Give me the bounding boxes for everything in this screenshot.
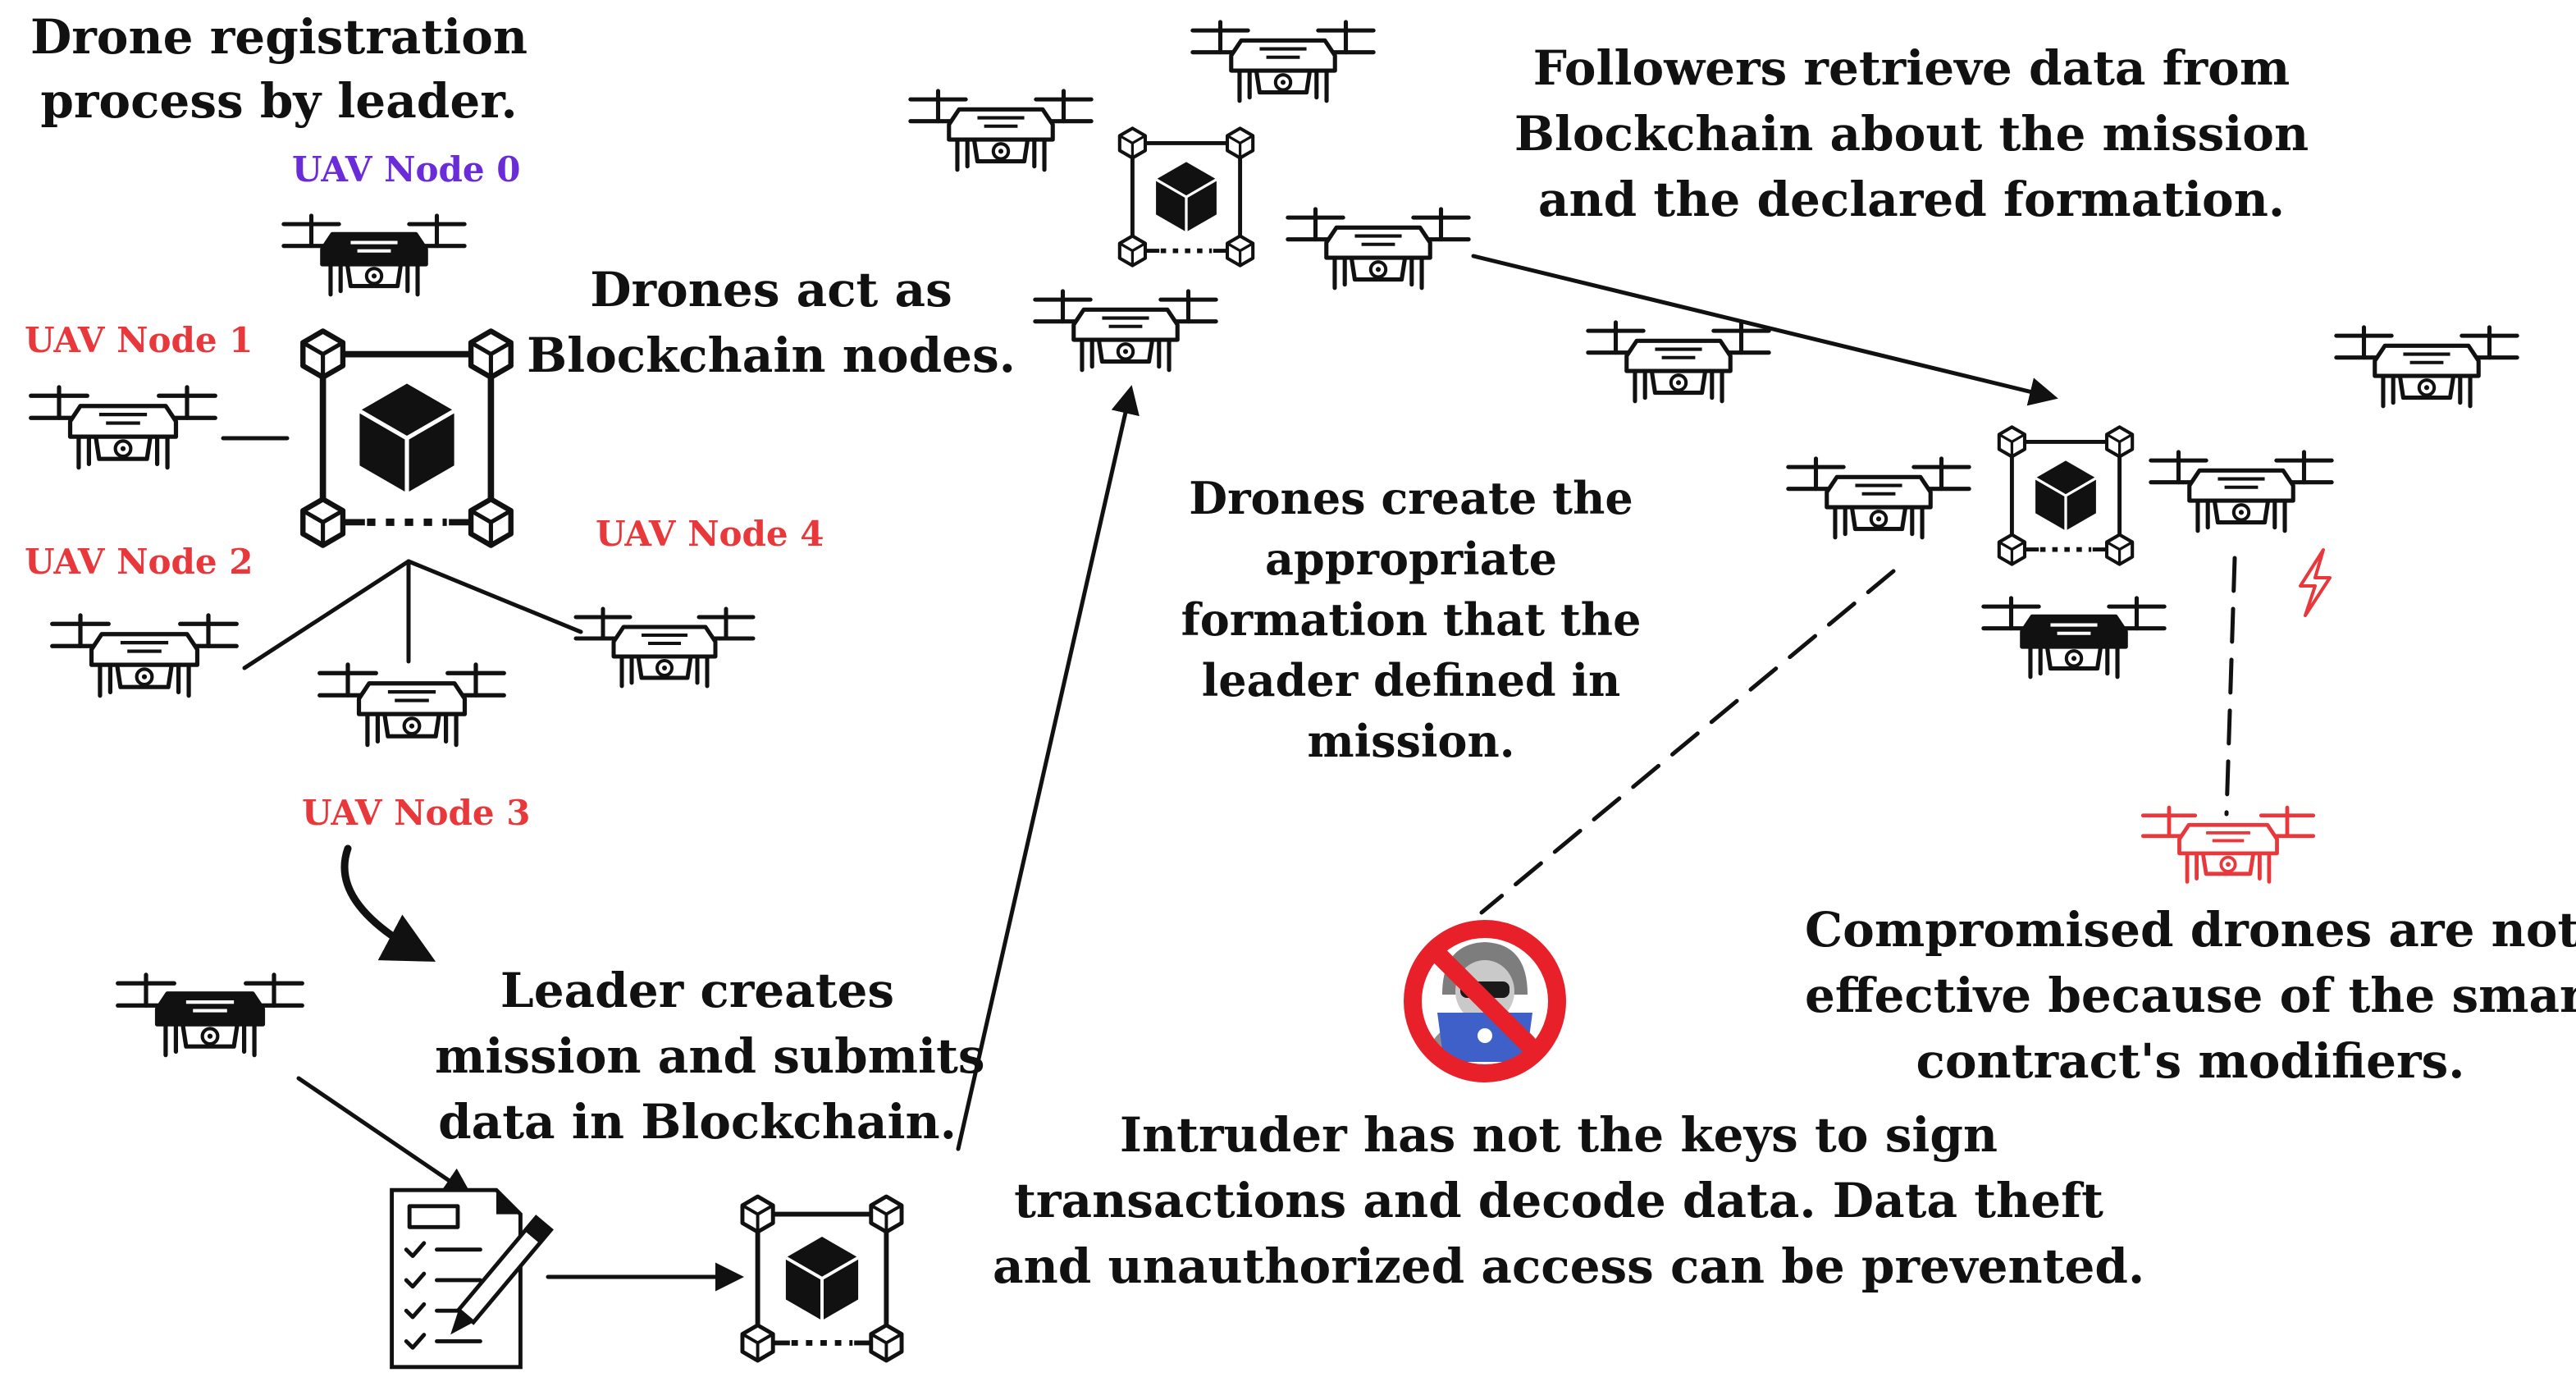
caption-line: transactions and decode data. Data theft: [1014, 1173, 2103, 1228]
caption-line: mission and submits: [435, 1028, 985, 1084]
drone-icon: [2149, 450, 2334, 533]
leader-drone-icon: [281, 213, 467, 297]
uav-node-3-label: UAV Node 3: [302, 793, 531, 833]
connector-line: [406, 559, 583, 634]
caption-line: formation that the: [1181, 593, 1642, 646]
mission-document-icon: [390, 1187, 554, 1370]
connector-line: [1479, 569, 1896, 915]
uav-node-1-label: UAV Node 1: [25, 320, 253, 360]
lightning-icon: [2299, 548, 2332, 617]
caption-line: process by leader.: [40, 73, 518, 129]
leader-creates-caption: Leader creates mission and submits data …: [435, 963, 985, 1150]
drone-icon: [1786, 456, 1971, 540]
drone-icon: [1586, 320, 1771, 404]
caption-line: leader defined in: [1201, 654, 1621, 707]
connector-line: [242, 559, 411, 670]
caption-line: mission.: [1307, 715, 1515, 767]
drone-icon: [1033, 289, 1218, 373]
caption-line: and unauthorized access can be prevented…: [993, 1238, 2145, 1294]
arrow-icon: [1471, 254, 2058, 406]
drone-icon: [317, 662, 506, 748]
drone-icon: [29, 385, 217, 470]
intruder-icon: [1403, 919, 1567, 1083]
caption-line: contract's modifiers.: [1916, 1033, 2465, 1089]
drone-icon: [1190, 20, 1376, 103]
drone-icon: [1286, 207, 1471, 291]
uav-node-4-label: UAV Node 4: [596, 514, 824, 554]
prohibited-icon: [1404, 920, 1566, 1082]
pen-icon: [450, 1215, 554, 1335]
blockchain-icon: [300, 328, 514, 548]
connector-line: [2224, 556, 2237, 817]
followers-retrieve-caption: Followers retrieve data from Blockchain …: [1501, 44, 2322, 223]
drone-icon: [573, 606, 756, 689]
blockchain-icon: [1997, 425, 2135, 566]
compromised-caption: Compromised drones are not effective bec…: [1805, 906, 2576, 1085]
blockchain-nodes-caption: Drones act as Blockchain nodes.: [525, 266, 1017, 379]
drone-icon: [2334, 325, 2519, 409]
formation-caption: Drones create the appropriate formation …: [1165, 476, 1657, 763]
caption-line: effective because of the smart: [1805, 968, 2576, 1023]
leader-drone-icon: [116, 972, 304, 1058]
caption-line: data in Blockchain.: [438, 1094, 957, 1150]
caption-line: and the declared formation.: [1537, 172, 2286, 227]
caption-line: Blockchain about the mission: [1514, 106, 2309, 162]
drone-icon: [2140, 805, 2316, 884]
blockchain-icon: [740, 1194, 904, 1363]
caption-line: Drones create the: [1189, 472, 1633, 524]
uav-node-0-label: UAV Node 0: [292, 149, 521, 190]
caption-line: Leader creates: [500, 963, 895, 1018]
drone-icon: [908, 89, 1094, 172]
registration-caption: Drone registration process by leader.: [16, 13, 541, 125]
blockchain-icon: [1117, 126, 1255, 268]
caption-line: appropriate: [1265, 533, 1557, 585]
leader-drone-icon: [1981, 596, 2167, 679]
caption-line: Compromised drones are not: [1805, 902, 2576, 958]
caption-line: Drones act as: [590, 262, 952, 318]
intruder-caption: Intruder has not the keys to sign transa…: [993, 1107, 2145, 1294]
caption-line: Drone registration: [30, 9, 528, 65]
arrow-icon: [296, 1076, 473, 1196]
uav-node-2-label: UAV Node 2: [25, 542, 253, 582]
arrow-icon: [340, 844, 436, 962]
caption-line: Blockchain nodes.: [527, 327, 1016, 383]
caption-line: Followers retrieve data from: [1532, 40, 2291, 96]
drone-icon: [50, 613, 239, 698]
arrow-icon: [956, 385, 1140, 1151]
caption-line: Intruder has not the keys to sign: [1119, 1107, 1998, 1163]
